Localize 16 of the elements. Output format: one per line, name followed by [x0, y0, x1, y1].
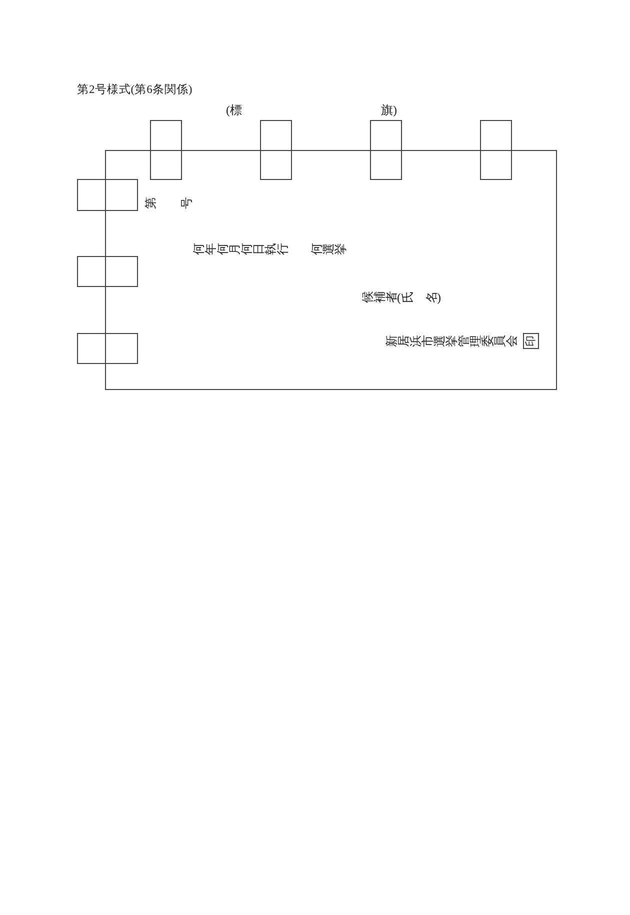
seal-mark: 印	[523, 333, 539, 349]
flag-panel	[105, 150, 557, 390]
tab-outline	[150, 120, 182, 180]
tab-outline	[77, 179, 138, 211]
number-text: 第 号	[144, 197, 194, 209]
flag-title: (標 旗)	[226, 104, 397, 116]
tab-outline	[77, 333, 138, 364]
election-name-text: 何選挙	[310, 243, 348, 255]
tab-outline	[260, 120, 292, 180]
tab-outline	[370, 120, 402, 180]
form-heading: 第2号様式(第6条関係)	[77, 85, 192, 96]
candidate-name-text: 候補者(氏 名)	[360, 290, 441, 305]
tab-outline	[77, 256, 138, 287]
election-date-text: 何年何月何日執行	[192, 243, 290, 255]
issuer-text: 新居浜市選挙管理委員会	[384, 335, 519, 347]
tab-outline	[480, 120, 512, 180]
